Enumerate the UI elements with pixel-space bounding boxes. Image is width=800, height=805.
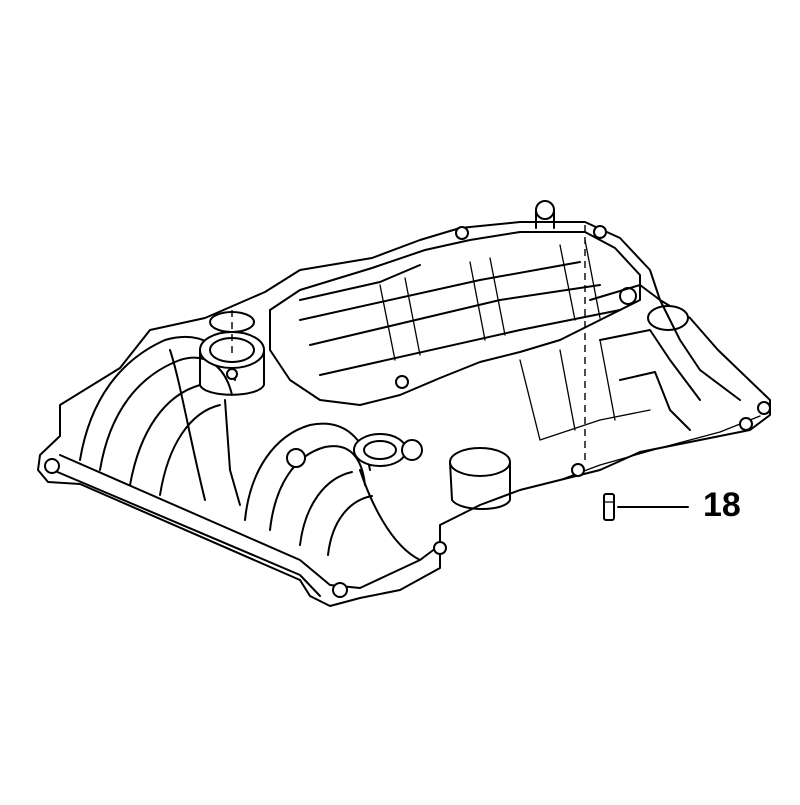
right-port-boss <box>449 200 689 510</box>
right-ribs <box>519 339 651 441</box>
callout-number: 18 <box>703 486 741 524</box>
dowel-pin <box>603 493 615 521</box>
flange-bolt-bosses <box>44 225 771 598</box>
cam-ribs <box>379 239 601 361</box>
cam-rail-left <box>299 264 521 376</box>
intake-runners <box>79 335 421 561</box>
flange-lip-lower <box>47 454 441 597</box>
flange-lip-right <box>559 415 761 481</box>
center-port-boss <box>286 433 423 468</box>
cam-cover-top <box>269 231 641 406</box>
right-housing <box>589 284 741 431</box>
cam-rail-right <box>479 261 621 331</box>
